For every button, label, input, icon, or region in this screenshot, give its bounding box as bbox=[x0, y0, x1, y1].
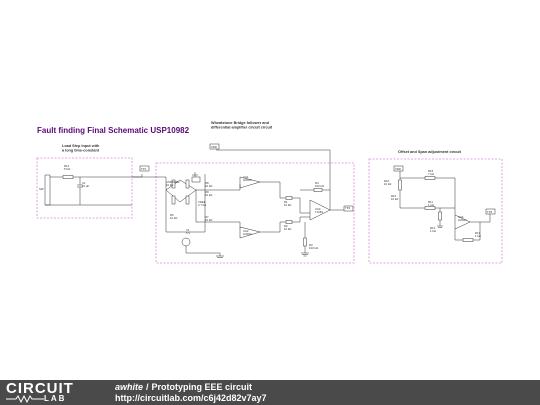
svg-text:TP2: TP2 bbox=[345, 206, 351, 210]
svg-text:VDD: VDD bbox=[395, 167, 401, 171]
svg-text:TP1: TP1 bbox=[141, 167, 147, 171]
svg-text:V15 V: V15 V bbox=[186, 228, 190, 235]
svg-text:VDD: VDD bbox=[211, 145, 217, 149]
logo-wire-icon bbox=[6, 395, 44, 403]
svg-text:SW: SW bbox=[39, 187, 44, 191]
input-section-box bbox=[36, 157, 133, 219]
schematic-canvas: Fault finding Final Schematic USP10982 L… bbox=[36, 121, 503, 264]
bridge-section-box bbox=[155, 162, 355, 264]
logo-wordmark-bottom: LAB bbox=[44, 394, 67, 403]
title-separator: / bbox=[146, 382, 149, 392]
voltage-source-v1 bbox=[181, 237, 191, 247]
circuit-url[interactable]: http://circuitlab.com/c6j42d82v7ay7 bbox=[115, 393, 267, 403]
svg-text:TP3: TP3 bbox=[487, 210, 493, 214]
logo-wordmark-top: CIRCUIT bbox=[6, 380, 74, 397]
project-name[interactable]: Prototyping EEE circuit bbox=[151, 382, 253, 392]
circuit-title-line: awhite/Prototyping EEE circuit bbox=[115, 382, 252, 392]
footer-bar: CIRCUIT LAB awhite/Prototyping EEE circu… bbox=[0, 380, 540, 405]
author-name[interactable]: awhite bbox=[115, 382, 144, 392]
net-tags bbox=[139, 143, 496, 215]
schematic-title: Fault finding Final Schematic USP10982 bbox=[37, 126, 190, 135]
circuitlab-logo[interactable]: CIRCUIT LAB bbox=[6, 380, 94, 403]
offset-section-caption: Offset and Span adjustment circuit bbox=[398, 150, 462, 154]
offset-section-box bbox=[368, 158, 503, 264]
resistors bbox=[62, 175, 474, 247]
wires bbox=[44, 149, 491, 258]
